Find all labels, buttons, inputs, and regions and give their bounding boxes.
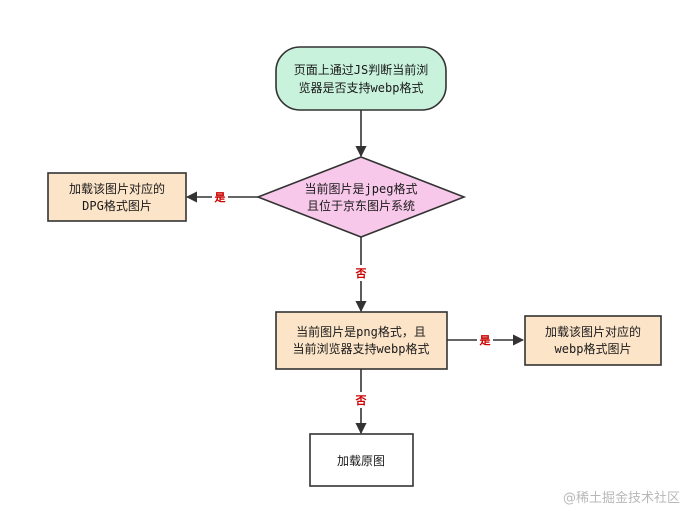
decision-jpeg-line1: 当前图片是jpeg格式	[305, 181, 418, 196]
process-dpg-node	[47, 172, 187, 222]
edge-label-jpeg-yes: 是	[214, 191, 227, 204]
process-webp-line1: 加载该图片对应的	[545, 324, 641, 339]
start-node-line2: 览器是否支持webp格式	[299, 80, 424, 95]
process-png-line2: 当前浏览器支持webp格式	[293, 341, 430, 356]
edge-label-png-yes: 是	[479, 334, 492, 347]
process-png-line1: 当前图片是png格式，且	[296, 324, 426, 339]
decision-jpeg-node	[255, 156, 467, 238]
decision-jpeg-line2: 且位于京东图片系统	[307, 198, 415, 213]
start-node	[275, 46, 447, 111]
process-dpg-line1: 加载该图片对应的	[69, 181, 165, 196]
process-dpg-line2: DPG格式图片	[82, 198, 152, 213]
process-webp-node	[524, 315, 662, 366]
edge-label-jpeg-no: 否	[355, 267, 367, 280]
end-original-node	[309, 433, 414, 487]
process-webp-line2: webp格式图片	[555, 341, 632, 356]
end-original-line1: 加载原图	[337, 454, 385, 468]
process-png-node	[275, 311, 448, 370]
watermark: @稀土掘金技术社区	[562, 491, 680, 506]
edge-label-png-no: 否	[355, 394, 367, 407]
start-node-line1: 页面上通过JS判断当前浏	[294, 62, 428, 77]
